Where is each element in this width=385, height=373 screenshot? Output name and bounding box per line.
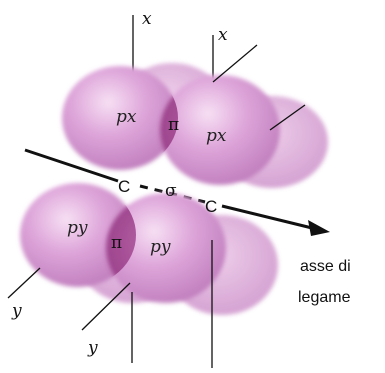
x-label-left: x — [142, 9, 152, 29]
x-axis-diagonal-right — [212, 44, 258, 83]
px-right-axis-tail — [269, 104, 306, 131]
bond-axis-line-end — [221, 204, 313, 230]
py-label-right: py — [150, 237, 171, 257]
py-label-left: py — [67, 218, 88, 238]
py-lobe-left — [20, 183, 136, 287]
pi-label-top: π — [168, 115, 179, 135]
py-lobe-right — [106, 193, 226, 303]
bond-axis-line-start — [24, 148, 119, 183]
y-label-lower: y — [87, 338, 98, 358]
px-lobe-right — [160, 75, 280, 185]
bond-axis-label-line2: legame — [298, 289, 351, 306]
carbon-label-left: C — [118, 177, 130, 196]
carbon-label-right: C — [205, 197, 217, 216]
pi-label-bottom: π — [111, 233, 122, 253]
px-label-right: px — [206, 126, 227, 146]
sigma-label: σ — [165, 181, 177, 201]
y-axis-line-lower — [81, 282, 131, 331]
bond-axis-label-line1: asse di — [300, 258, 351, 275]
px-lobe-left — [62, 66, 178, 170]
bond-axis-arrowhead — [308, 220, 330, 236]
y-axis-line-upper — [7, 267, 41, 299]
x-label-right: x — [218, 25, 228, 45]
y-label-upper: y — [11, 301, 22, 321]
px-label-left: px — [116, 107, 137, 127]
